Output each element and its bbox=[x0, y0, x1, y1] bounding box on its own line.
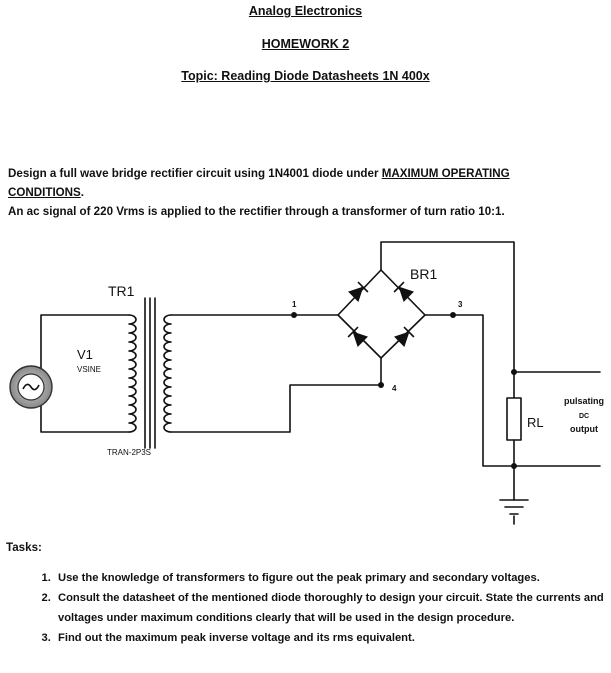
node-1-label: 1 bbox=[292, 300, 297, 309]
topic-title: Topic: Reading Diode Datasheets 1N 400x bbox=[181, 69, 430, 83]
transformer-model: TRAN-2P3S bbox=[107, 448, 151, 457]
load-resistor bbox=[506, 397, 522, 441]
source-type: VSINE bbox=[77, 365, 101, 374]
ground-icon bbox=[499, 499, 529, 525]
junction-out-bottom bbox=[511, 463, 517, 469]
primary-wire bbox=[40, 314, 130, 377]
tasks-list: Use the knowledge of transformers to fig… bbox=[30, 568, 611, 648]
diode-d4-icon bbox=[394, 326, 415, 347]
problem-text-3: An ac signal of 220 Vrms is applied to t… bbox=[8, 205, 505, 218]
problem-statement: Design a full wave bridge rectifier circ… bbox=[8, 164, 603, 221]
primary-wire-bottom bbox=[40, 397, 130, 433]
problem-emphasis-1: MAXIMUM OPERATING bbox=[381, 167, 510, 180]
load-label: RL bbox=[527, 415, 544, 430]
task-item: Find out the maximum peak inverse voltag… bbox=[54, 628, 611, 648]
junction-node-1 bbox=[291, 312, 297, 318]
junction-node-3 bbox=[450, 312, 456, 318]
problem-text-2: . bbox=[80, 186, 85, 199]
diode-d3-icon bbox=[347, 326, 368, 347]
bridge-positive-wire bbox=[380, 241, 515, 399]
homework-title: HOMEWORK 2 bbox=[261, 37, 350, 51]
transformer-label: TR1 bbox=[108, 283, 135, 299]
task-item: Use the knowledge of transformers to fig… bbox=[54, 568, 611, 588]
node3-wire bbox=[424, 314, 515, 467]
diode-d1-icon bbox=[348, 281, 369, 302]
output-label-3: output bbox=[570, 424, 598, 434]
bridge-diamond bbox=[337, 269, 426, 359]
output-label-1: pulsating bbox=[564, 396, 604, 406]
rectifier-circuit-diagram: TR1 V1 VSINE TRAN-2P3S BR1 1 3 4 RL puls… bbox=[9, 241, 604, 525]
secondary-coil bbox=[163, 314, 172, 433]
bridge-diodes bbox=[347, 281, 415, 347]
output-label-2: DC bbox=[579, 413, 589, 420]
junction-out-top bbox=[511, 369, 517, 375]
secondary-wire-bottom bbox=[170, 384, 382, 433]
source-label: V1 bbox=[77, 347, 93, 362]
bridge-label: BR1 bbox=[410, 266, 437, 282]
node-3-label: 3 bbox=[458, 300, 463, 309]
task-item: Consult the datasheet of the mentioned d… bbox=[54, 588, 611, 628]
junction-node-4 bbox=[378, 382, 384, 388]
ac-source-icon bbox=[9, 365, 53, 409]
course-title: Analog Electronics bbox=[248, 4, 363, 18]
diode-d2-icon bbox=[393, 281, 414, 302]
problem-emphasis-2: CONDITIONS bbox=[8, 186, 81, 199]
node-4-label: 4 bbox=[392, 384, 397, 393]
primary-coil bbox=[128, 314, 137, 433]
problem-text-1: Design a full wave bridge rectifier circ… bbox=[8, 167, 382, 180]
tasks-heading: Tasks: bbox=[6, 541, 42, 554]
